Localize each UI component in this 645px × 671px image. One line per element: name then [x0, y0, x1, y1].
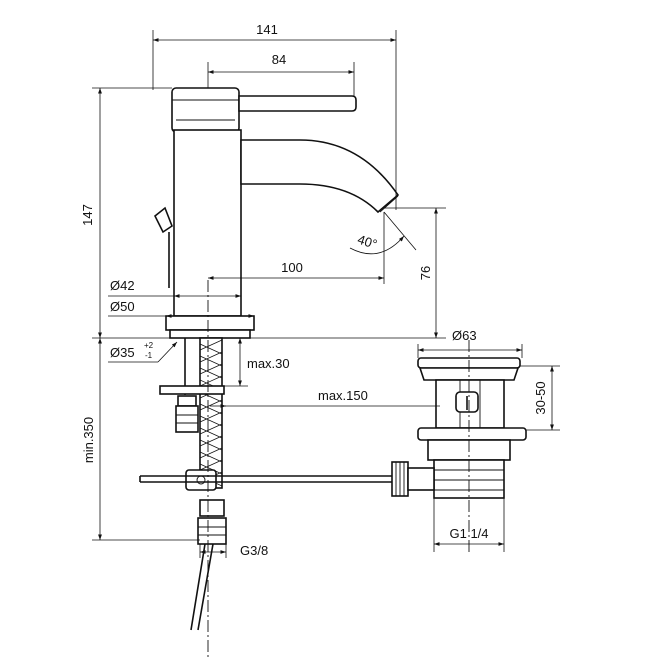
handle-lever: [238, 95, 357, 112]
dim-waste-range: 30-50: [533, 381, 548, 414]
dim-body-diameter: Ø42: [110, 278, 135, 293]
waste-flange: [418, 367, 520, 381]
faucet-column: [173, 129, 242, 317]
hose-nut: [197, 517, 227, 545]
dim-waste-diameter: Ø63: [452, 328, 477, 343]
popup-rod-knob: [153, 206, 173, 234]
dim-waste-thread: G1 1/4: [449, 526, 488, 541]
dim-base-diameter: Ø50: [110, 299, 135, 314]
fixing-plate: [159, 385, 225, 395]
faucet-cap: [171, 87, 240, 133]
waste-rod-housing: [407, 467, 435, 491]
flexible-hose: [190, 543, 206, 631]
dim-spout-angle: 40°: [356, 232, 379, 252]
dim-hole-tol-minus: -1: [145, 351, 153, 360]
waste-nut-flange: [417, 427, 527, 441]
fixing-nut-top: [177, 395, 197, 407]
dim-max-rod: max.150: [318, 388, 368, 403]
dim-spout-reach: 100: [281, 260, 303, 275]
dim-overall-width: 141: [256, 22, 278, 37]
hose-nut-upper: [199, 499, 225, 517]
fixing-nut: [175, 405, 199, 433]
dim-min-hose: min.350: [81, 417, 96, 463]
dim-total-height: 147: [80, 204, 95, 226]
dim-max-thickness: max.30: [247, 356, 290, 371]
dim-hose-thread: G3/8: [240, 543, 268, 558]
base-gasket: [169, 329, 251, 339]
base-flange: [165, 315, 255, 331]
dim-handle-reach: 84: [272, 52, 286, 67]
dim-hole-diameter: Ø35: [110, 345, 135, 360]
waste-valve: [391, 357, 527, 499]
dim-spout-height: 76: [418, 266, 433, 280]
rod-clip: [185, 469, 217, 491]
spout: [240, 139, 400, 214]
dim-hole-tol-plus: +2: [144, 341, 154, 350]
faucet-body: [153, 87, 400, 339]
undercounter-assembly: [139, 337, 392, 631]
